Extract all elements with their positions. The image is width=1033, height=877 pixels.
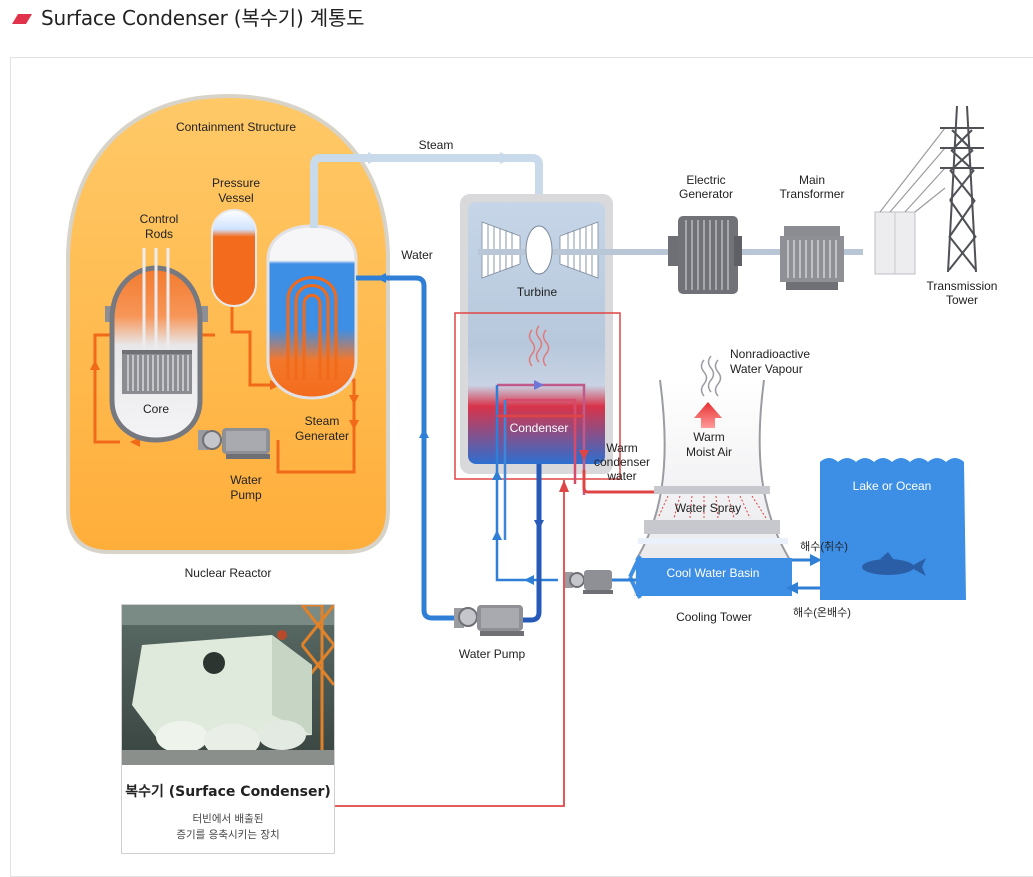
primary-water-pump-label-2: Pump — [230, 488, 262, 502]
vapour-label: Nonradioactive — [730, 347, 810, 361]
main-transformer-label: Main — [799, 173, 825, 187]
condenser-photo-card: 복수기 (Surface Condenser) 터빈에서 배출된 증기를 응축시… — [121, 604, 335, 854]
return-pump-icon — [565, 570, 613, 594]
steam-generator — [266, 224, 358, 400]
feedwater-arrow-left — [376, 273, 386, 283]
warm-condenser-label-2: condenser — [594, 455, 650, 469]
containment-label: Containment Structure — [176, 120, 296, 134]
cool-water-basin-label: Cool Water Basin — [667, 566, 760, 580]
core-label: Core — [143, 402, 169, 416]
photo-connector-arrow — [559, 480, 569, 492]
water-label: Water — [401, 248, 433, 262]
lake-or-ocean-label: Lake or Ocean — [853, 479, 932, 493]
steam-generator-label: Steam — [305, 414, 340, 428]
cool-return-arrow — [524, 575, 534, 585]
lake-or-ocean — [820, 458, 966, 600]
transmission-tower-label-2: Tower — [946, 293, 978, 307]
primary-water-pump-label: Water — [230, 473, 262, 487]
seawater-intake-label: 해수(취수) — [800, 539, 848, 553]
vapour-waves-icon — [700, 355, 722, 397]
photo-connector-line — [335, 480, 565, 807]
warm-moist-air-arrow — [694, 402, 722, 428]
primary-water-pump-icon — [198, 428, 270, 459]
turbine-center — [525, 225, 553, 275]
control-rods-label-2: Rods — [145, 227, 173, 241]
page-header: Surface Condenser (복수기) 계통도 — [12, 2, 365, 30]
turbine-label: Turbine — [517, 285, 558, 299]
cooling-tower — [628, 379, 792, 599]
photo-card-title: 복수기 (Surface Condenser) — [125, 784, 331, 800]
steam-line-arrows — [368, 152, 512, 164]
bottom-water-pump-label: Water Pump — [459, 647, 526, 661]
steam-label: Steam — [419, 138, 454, 152]
pressure-vessel-label: Pressure — [212, 176, 260, 190]
water-spray-label: Water Spray — [675, 501, 741, 515]
seawater-discharge-arrow — [786, 582, 798, 594]
warm-moist-air-label-2: Moist Air — [686, 445, 732, 459]
vapour-label-2: Water Vapour — [730, 362, 803, 376]
cooling-tower-label: Cooling Tower — [676, 610, 752, 624]
electric-generator-label: Electric — [686, 173, 725, 187]
title-accent-mark — [12, 14, 32, 24]
condenser-photo — [122, 605, 334, 765]
fish-icon — [862, 552, 926, 576]
control-rods-label: Control — [140, 212, 179, 226]
seawater-intake-arrow — [810, 554, 822, 566]
feedwater-arrow-up — [419, 428, 429, 438]
main-transformer-label-2: Transformer — [780, 187, 845, 201]
heat-waves-icon — [528, 325, 550, 367]
seawater-discharge-label: 해수(온배수) — [793, 605, 851, 619]
pressure-vessel — [211, 209, 257, 307]
warm-moist-air-label: Warm — [693, 430, 725, 444]
transmission-tower-icon — [874, 105, 984, 275]
page-title: Surface Condenser (복수기) 계통도 — [41, 5, 365, 30]
condenser-label: Condenser — [510, 421, 569, 435]
steam-generator-label-2: Generater — [295, 429, 349, 443]
warm-condenser-label: Warm — [606, 441, 638, 455]
condensate-arrow — [534, 520, 544, 530]
warm-condenser-label-3: water — [606, 469, 636, 483]
transmission-tower-label: Transmission — [927, 279, 998, 293]
nuclear-reactor-label: Nuclear Reactor — [185, 566, 272, 580]
main-transformer-icon — [780, 226, 844, 290]
condenser-loop-arrows — [492, 380, 589, 540]
photo-card-description: 터빈에서 배출된 증기를 응축시키는 장치 — [176, 813, 280, 841]
condensate-line — [520, 464, 542, 623]
reactor-vessel — [105, 248, 208, 443]
steam-line — [310, 154, 543, 238]
electric-generator-icon — [668, 216, 742, 294]
feedwater-line — [356, 275, 460, 621]
electric-generator-label-2: Generator — [679, 187, 733, 201]
warm-water-line — [582, 470, 760, 494]
pressure-vessel-label-2: Vessel — [218, 191, 253, 205]
bottom-water-pump-icon — [454, 605, 524, 636]
